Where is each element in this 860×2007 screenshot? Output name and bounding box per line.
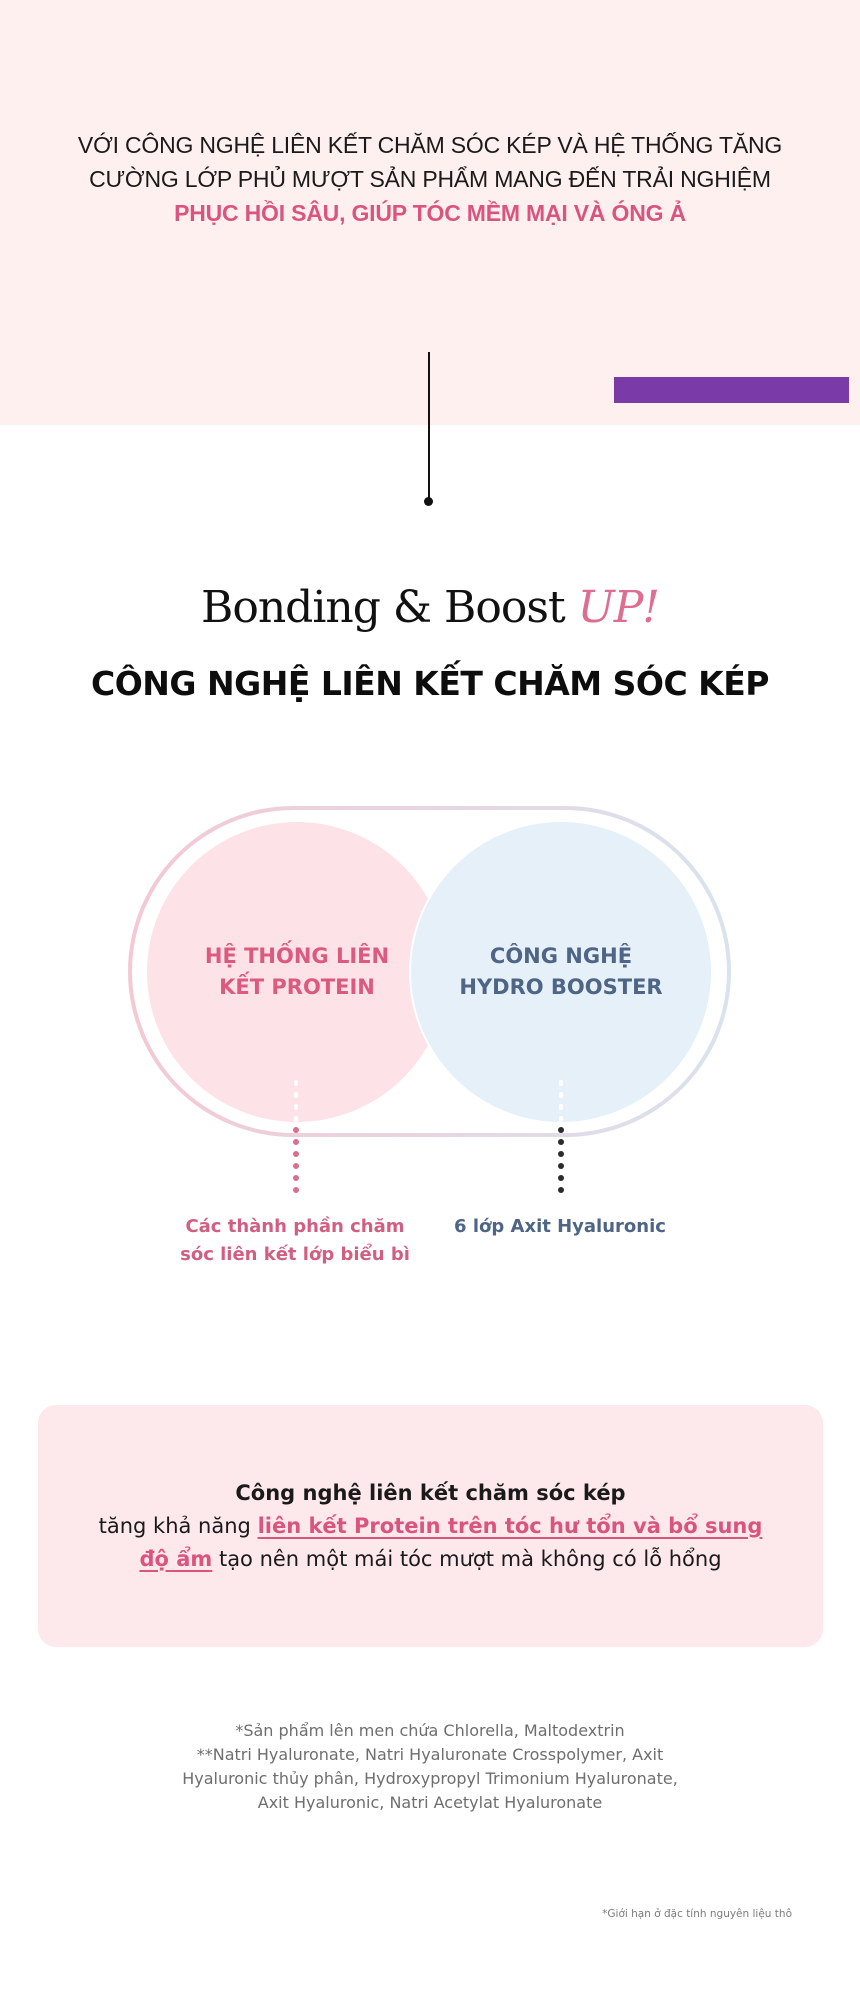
ingredient-notes: *Sản phẩm lên men chứa Chlorella, Maltod…: [120, 1719, 740, 1815]
right-white-dotted-line: [558, 1080, 564, 1122]
intro-line-2: CƯỜNG LỚP PHỦ MƯỢT SẢN PHẨM MANG ĐẾN TRẢ…: [89, 166, 771, 192]
intro-line-1: VỚI CÔNG NGHỆ LIÊN KẾT CHĂM SÓC KÉP VÀ H…: [77, 132, 783, 158]
protein-caption: Các thành phần chăm sóc liên kết lớp biể…: [150, 1213, 440, 1269]
protein-circle-line-1: HỆ THỐNG LIÊN: [204, 944, 390, 968]
note-line-3: Hyaluronic thủy phân, Hydroxypropyl Trim…: [182, 1769, 678, 1788]
left-white-dotted-line: [293, 1080, 299, 1122]
summary-body: tăng khả năng liên kết Protein trên tóc …: [88, 1510, 773, 1576]
summary-title: Công nghệ liên kết chăm sóc kép: [235, 1480, 626, 1505]
hydro-booster-circle: CÔNG NGHỆ HYDRO BOOSTER: [411, 822, 711, 1122]
intro-highlight: PHỤC HỒI SÂU, GIÚP TÓC MỀM MẠI VÀ ÓNG Ả: [174, 200, 686, 226]
summary-highlight: liên kết Protein trên tóc hư tổn và bổ s…: [139, 1513, 763, 1571]
summary-text-after: tạo nên một mái tóc mượt mà không có lỗ …: [212, 1546, 722, 1571]
connector-dot: [424, 497, 433, 506]
brand-title-accent: UP!: [577, 582, 660, 633]
intro-text: VỚI CÔNG NGHỆ LIÊN KẾT CHĂM SÓC KÉP VÀ H…: [0, 128, 860, 230]
hydro-circle-line-1: CÔNG NGHỆ: [489, 944, 633, 968]
summary-box: Công nghệ liên kết chăm sóc kép tăng khả…: [38, 1405, 823, 1647]
protein-caption-line-1: Các thành phần chăm: [185, 1216, 405, 1237]
protein-bonding-circle: HỆ THỐNG LIÊN KẾT PROTEIN: [147, 822, 447, 1122]
right-dark-dotted-line: [558, 1127, 564, 1193]
protein-circle-line-2: KẾT PROTEIN: [219, 975, 375, 999]
disclaimer: *Giới hạn ở đặc tính nguyên liệu thô: [602, 1908, 792, 1920]
purple-accent-bar: [614, 377, 849, 403]
hydro-caption: 6 lớp Axit Hyaluronic: [430, 1213, 690, 1241]
left-pink-dotted-line: [293, 1127, 299, 1193]
brand-title: Bonding & Boost UP!: [0, 573, 860, 643]
note-line-4: Axit Hyaluronic, Natri Acetylat Hyaluron…: [257, 1793, 603, 1812]
hydro-circle-line-2: HYDRO BOOSTER: [459, 975, 663, 999]
connector-line: [428, 352, 430, 500]
top-banner-background: [0, 0, 860, 425]
hydro-caption-line-1: 6 lớp Axit Hyaluronic: [454, 1216, 666, 1237]
note-line-2: **Natri Hyaluronate, Natri Hyaluronate C…: [196, 1745, 664, 1764]
note-line-1: *Sản phẩm lên men chứa Chlorella, Maltod…: [235, 1721, 625, 1740]
section-title: CÔNG NGHỆ LIÊN KẾT CHĂM SÓC KÉP: [91, 664, 769, 703]
protein-caption-line-2: sóc liên kết lớp biểu bì: [180, 1244, 410, 1265]
brand-title-main: Bonding & Boost: [201, 582, 578, 633]
summary-text-before: tăng khả năng: [98, 1513, 258, 1538]
